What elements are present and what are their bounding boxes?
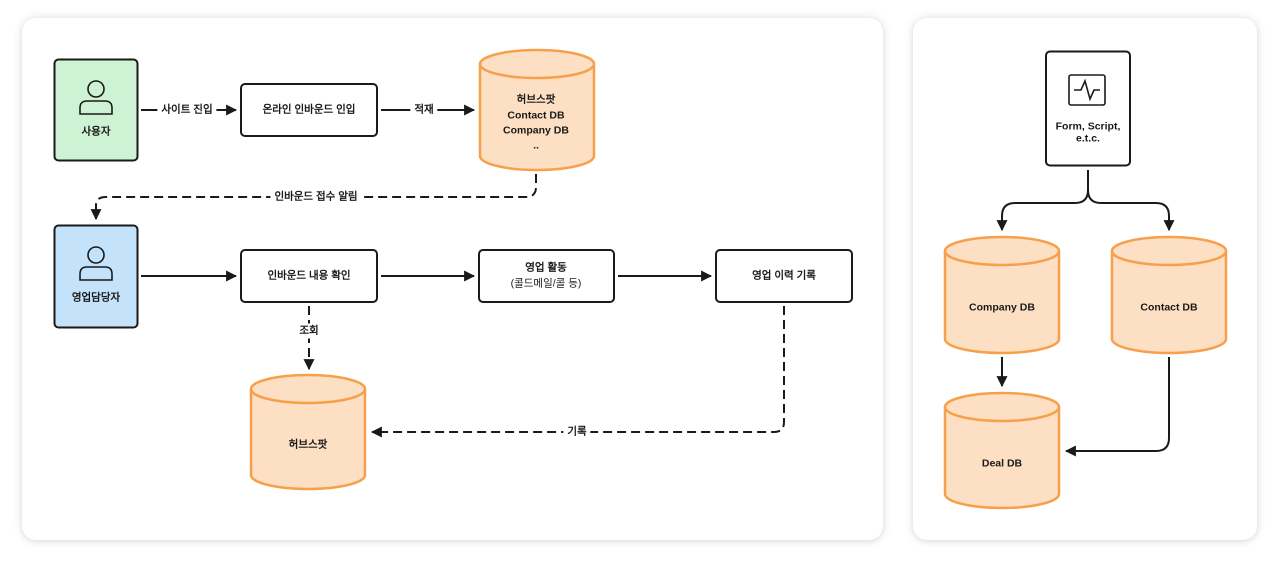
sales-activity-sublabel: (콜드메일/콜 등) [510,277,582,290]
source-label-line-2: e.t.c. [1076,132,1100,145]
hubspot-db-top-line-3: Company DB [503,124,569,137]
edge-record-label: 기록 [563,424,591,440]
company-db[interactable] [943,235,1061,355]
record-sales-box[interactable] [715,249,853,303]
edge-source-to-company [996,170,1089,232]
sales-rep-actor-label: 영업담당자 [71,291,121,304]
user-actor-label: 사용자 [81,125,111,138]
online-inbound-label: 온라인 인바운드 인입 [262,103,356,116]
hubspot-db-top-line-2: Contact DB [507,109,565,122]
sales-rep-actor-box[interactable] [53,224,139,329]
edge-record [370,306,785,438]
sales-activity-box[interactable] [478,249,615,303]
hubspot-db-top-line-1: 허브스팟 [516,93,556,106]
company-db-label: Company DB [969,301,1035,314]
user-person-icon [79,80,113,115]
deal-db[interactable] [943,391,1061,510]
activity-monitor-icon [1068,74,1106,106]
contact-db[interactable] [1110,235,1228,355]
sales-activity-label: 영업 활동 [525,261,567,274]
edge-inbound-alert-label: 인바운드 접수 알림 [270,189,362,205]
hubspot-db-bottom-label: 허브스팟 [288,438,328,451]
edge-lookup-label: 조회 [295,323,323,339]
hubspot-db-bottom[interactable] [249,373,367,491]
contact-db-label: Contact DB [1140,301,1198,314]
deal-db-label: Deal DB [981,457,1023,470]
edge-site-entry-label: 사이트 진입 [157,102,217,118]
check-inbound-label: 인바운드 내용 확인 [267,269,351,282]
user-actor-box[interactable] [53,58,139,162]
form-script-source-box[interactable] [1045,50,1131,167]
sales-rep-person-icon [79,246,113,281]
hubspot-db-top[interactable] [478,48,596,172]
edge-source-to-contact [1087,189,1175,232]
source-label-line-1: Form, Script, [1055,120,1121,133]
check-inbound-box[interactable] [240,249,378,303]
edge-accumulate-label: 적재 [410,102,438,118]
hubspot-db-top-line-4: .. [533,139,539,152]
record-sales-label: 영업 이력 기록 [752,269,816,282]
edge-contact-to-deal [1064,357,1170,457]
online-inbound-box[interactable] [240,83,378,137]
